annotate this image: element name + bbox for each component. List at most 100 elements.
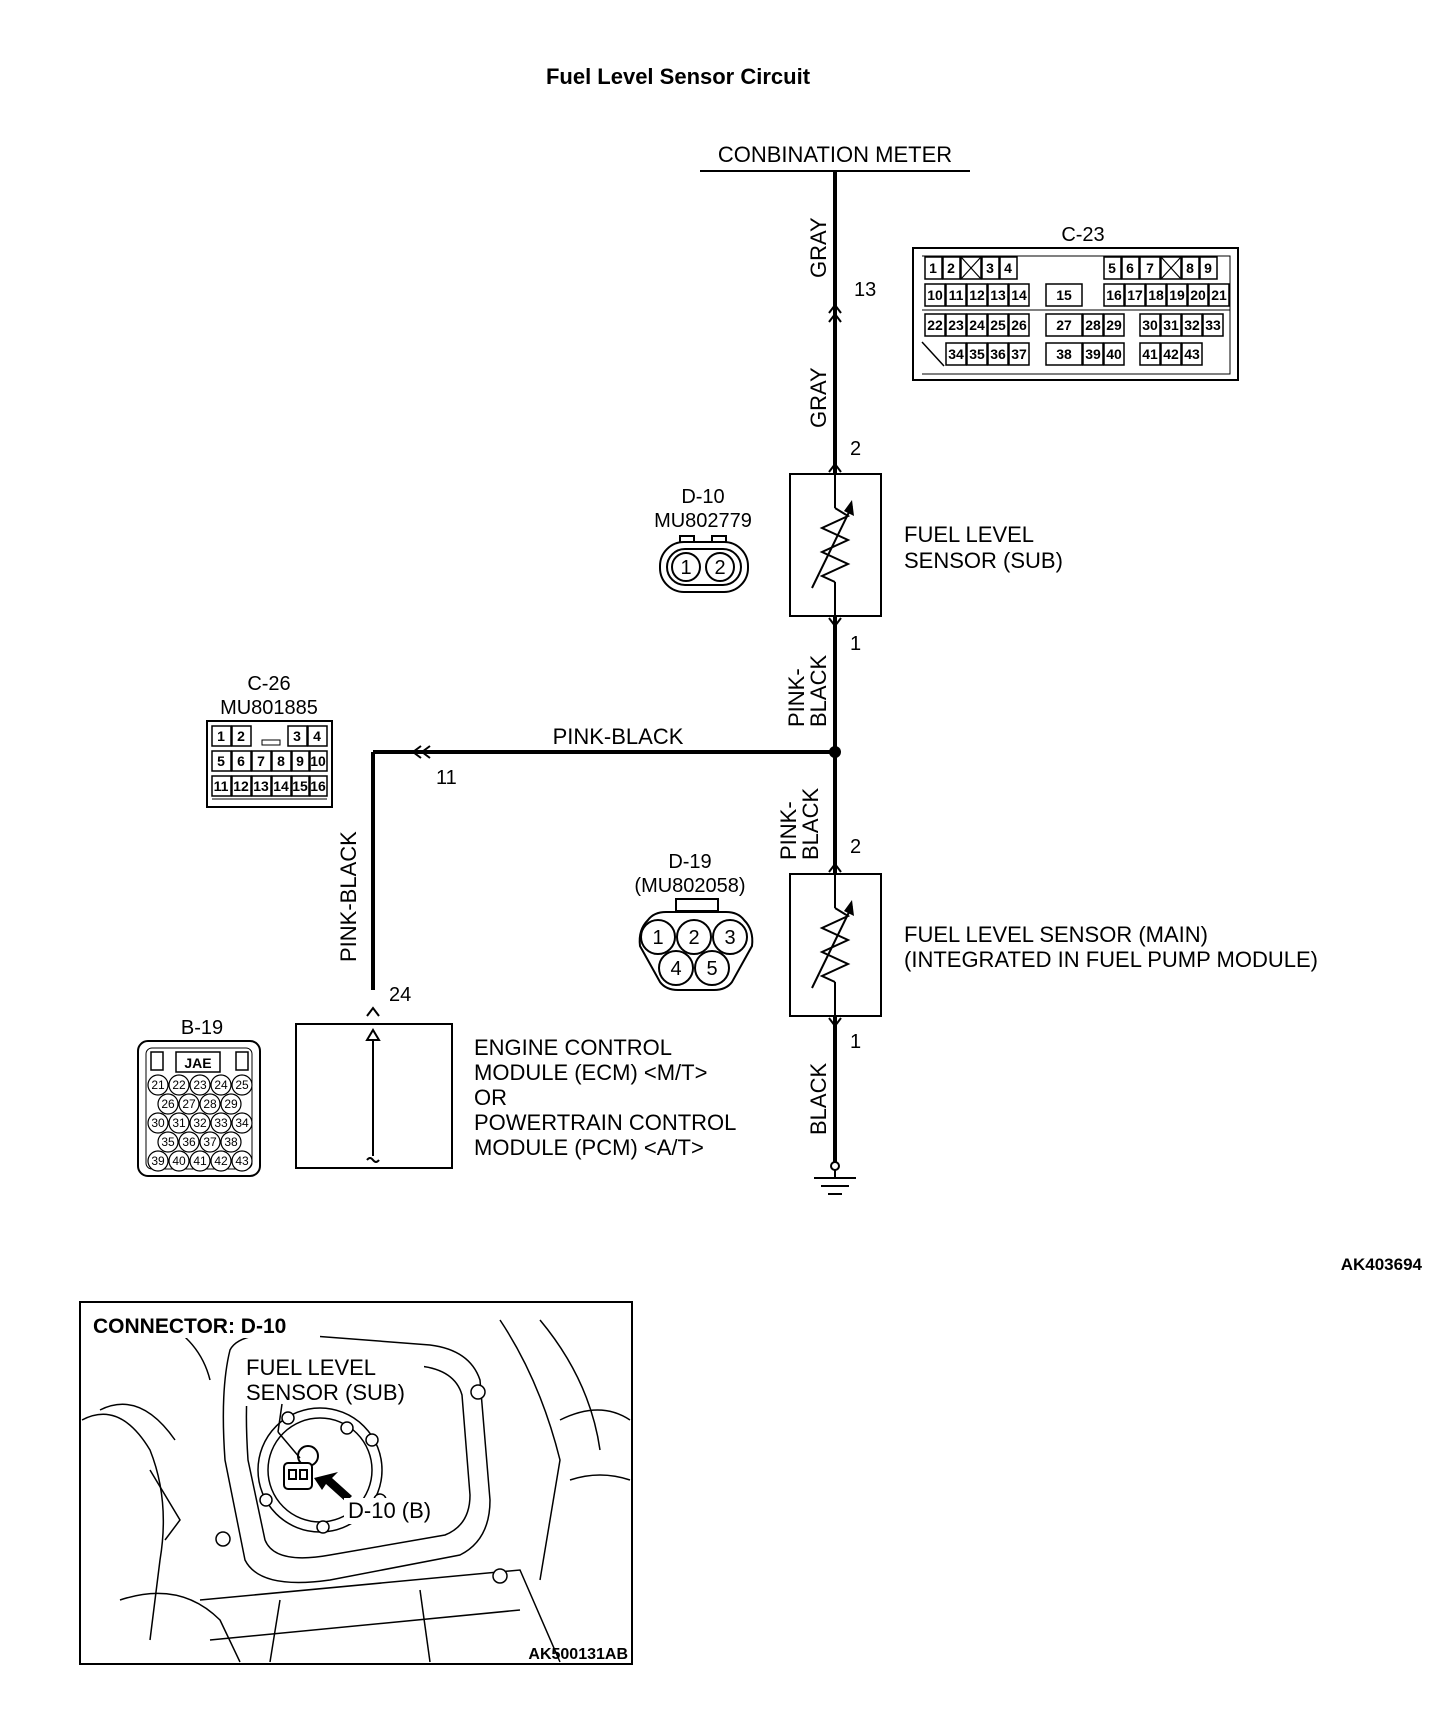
inset-title: CONNECTOR: D-10 <box>93 1315 286 1338</box>
main-sensor-pin-2: 2 <box>850 836 861 858</box>
svg-text:36: 36 <box>182 1135 196 1149</box>
svg-text:14: 14 <box>273 778 289 794</box>
ecm-label-5: MODULE (PCM) <A/T> <box>474 1135 704 1160</box>
svg-text:8: 8 <box>277 753 285 769</box>
svg-text:21: 21 <box>151 1078 165 1092</box>
svg-text:15: 15 <box>1056 287 1072 303</box>
svg-text:21: 21 <box>1211 287 1227 303</box>
arrow-icon <box>314 1472 352 1502</box>
inset-leader-line <box>277 1403 283 1433</box>
svg-text:14: 14 <box>1011 287 1027 303</box>
svg-text:36: 36 <box>990 346 1006 362</box>
svg-text:4: 4 <box>313 728 321 744</box>
svg-text:22: 22 <box>927 317 943 333</box>
svg-text:34: 34 <box>235 1116 249 1130</box>
svg-text:4: 4 <box>670 958 681 980</box>
svg-text:42: 42 <box>1163 346 1179 362</box>
ecm-internal-tail <box>366 1157 380 1163</box>
connector-d10-id: D-10 <box>681 486 724 508</box>
connector-c26-pin-labels: 1 2 3 4 5 6 7 8 9 10 11 12 13 14 15 16 <box>214 728 326 794</box>
connector-c26-part: MU801885 <box>220 697 318 719</box>
main-sensor-top-terminal <box>828 862 842 873</box>
svg-text:31: 31 <box>1163 317 1179 333</box>
pin-13: 13 <box>854 279 876 301</box>
fuel-level-sensor-sub-label-2: SENSOR (SUB) <box>904 548 1063 573</box>
svg-text:24: 24 <box>214 1078 228 1092</box>
connector-c26-face <box>206 720 333 808</box>
svg-text:12: 12 <box>969 287 985 303</box>
svg-text:34: 34 <box>948 346 964 362</box>
sub-sensor-pin-1: 1 <box>850 633 861 655</box>
svg-text:28: 28 <box>203 1097 217 1111</box>
wire-color-pink-black-horizontal: PINK-BLACK <box>553 724 684 749</box>
connector-b19-pin-labels: 21 22 23 24 25 26 27 28 29 30 31 32 33 3… <box>151 1078 249 1168</box>
svg-text:7: 7 <box>1146 260 1154 276</box>
svg-text:15: 15 <box>292 778 308 794</box>
connector-d10-face <box>659 535 749 593</box>
svg-text:11: 11 <box>949 287 964 303</box>
main-sensor-resistor <box>819 907 851 983</box>
svg-text:25: 25 <box>990 317 1006 333</box>
svg-text:35: 35 <box>969 346 985 362</box>
sub-sensor-pin-2: 2 <box>850 438 861 460</box>
wire-color-pink-black-lower-b: BLACK <box>798 788 823 860</box>
svg-text:10: 10 <box>927 287 943 303</box>
svg-text:18: 18 <box>1148 287 1164 303</box>
ecm-label-4: POWERTRAIN CONTROL <box>474 1110 736 1135</box>
svg-text:5: 5 <box>1108 260 1116 276</box>
svg-text:16: 16 <box>310 778 326 794</box>
svg-text:30: 30 <box>1142 317 1158 333</box>
svg-text:38: 38 <box>1056 346 1072 362</box>
svg-text:16: 16 <box>1106 287 1122 303</box>
svg-text:12: 12 <box>233 778 249 794</box>
sub-sensor-resistor <box>819 507 851 583</box>
inset-title-background <box>90 1310 320 1338</box>
connector-b19-pins <box>147 1074 253 1172</box>
svg-text:9: 9 <box>296 753 304 769</box>
svg-text:1: 1 <box>680 557 691 579</box>
pin-11: 11 <box>436 767 457 789</box>
ecm-input-triangle <box>365 1028 381 1041</box>
inset-label-background <box>244 1354 424 1406</box>
wire-color-pink-black-upper-b: BLACK <box>806 655 831 727</box>
connector-d19-face <box>638 898 754 991</box>
svg-text:23: 23 <box>193 1078 207 1092</box>
svg-text:11: 11 <box>214 778 229 794</box>
inset-sensor-label-2: SENSOR (SUB) <box>246 1380 405 1405</box>
svg-text:26: 26 <box>161 1097 175 1111</box>
connector-b19-brand: JAE <box>184 1055 211 1071</box>
svg-text:25: 25 <box>235 1078 249 1092</box>
wire-color-gray-lower: GRAY <box>806 367 831 428</box>
sub-sensor-arrowhead <box>844 500 854 516</box>
svg-text:39: 39 <box>1085 346 1101 362</box>
connector-c26-id: C-26 <box>247 673 290 695</box>
svg-text:37: 37 <box>1011 346 1027 362</box>
wire-color-pink-black-vertical: PINK-BLACK <box>336 831 361 962</box>
connector-c23-pin-labels: 1 2 3 4 5 6 7 8 9 10 11 12 13 14 15 16 1… <box>927 260 1227 362</box>
svg-text:2: 2 <box>688 927 699 949</box>
connector-11-symbol <box>411 745 431 759</box>
wire-color-gray-upper: GRAY <box>806 217 831 278</box>
svg-text:7: 7 <box>257 753 265 769</box>
svg-text:6: 6 <box>1126 260 1134 276</box>
connector-c23-face <box>912 247 1239 381</box>
wire-color-pink-black-upper-a: PINK- <box>784 668 809 727</box>
connector-c23-id: C-23 <box>1061 224 1104 246</box>
ecm-label-1: ENGINE CONTROL <box>474 1035 672 1060</box>
svg-text:13: 13 <box>253 778 269 794</box>
svg-text:13: 13 <box>990 287 1006 303</box>
main-sensor-arrowhead <box>844 900 854 916</box>
svg-text:22: 22 <box>172 1078 186 1092</box>
svg-text:27: 27 <box>182 1097 196 1111</box>
svg-text:3: 3 <box>293 728 301 744</box>
main-sensor-variable-arrow <box>811 905 853 989</box>
connector-24-symbol <box>366 1006 380 1017</box>
svg-text:23: 23 <box>948 317 964 333</box>
connector-d19-id: D-19 <box>668 851 711 873</box>
svg-text:8: 8 <box>1186 260 1194 276</box>
wire-color-pink-black-lower-a: PINK- <box>776 801 801 860</box>
svg-text:3: 3 <box>986 260 994 276</box>
svg-text:40: 40 <box>172 1154 186 1168</box>
svg-text:4: 4 <box>1004 260 1012 276</box>
